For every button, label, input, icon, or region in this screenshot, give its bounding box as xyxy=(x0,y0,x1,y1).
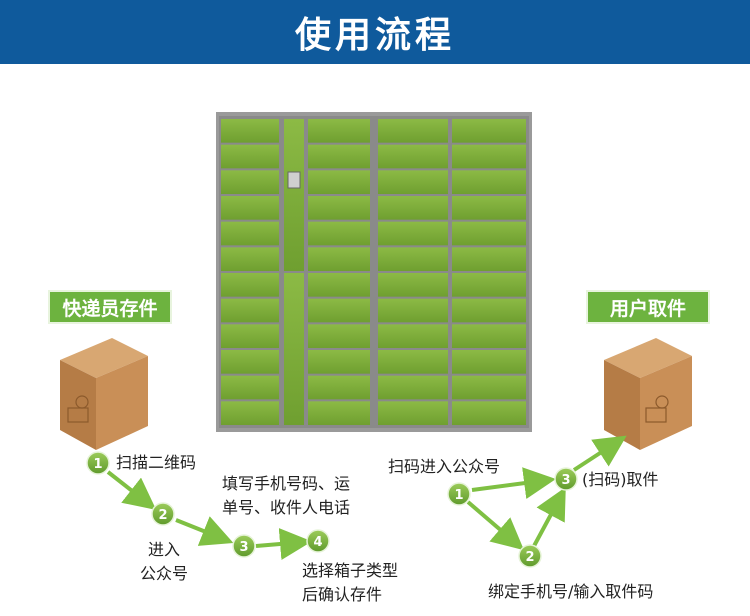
locker-door xyxy=(221,401,279,425)
locker-door xyxy=(308,273,370,297)
step-circle-icon: 1 xyxy=(447,482,471,506)
locker-door xyxy=(378,375,448,400)
step-circle-icon: 4 xyxy=(306,529,330,553)
locker-door xyxy=(308,375,370,400)
locker-door xyxy=(221,119,279,143)
user-flow-arrows xyxy=(466,435,627,551)
locker-door xyxy=(221,144,279,169)
locker-door xyxy=(452,119,526,143)
user-step-3-text: (扫码)取件 xyxy=(582,470,659,489)
courier-step-1-text: 扫描二维码 xyxy=(116,453,197,472)
locker-door xyxy=(452,196,526,220)
locker-door xyxy=(221,273,279,297)
locker-door xyxy=(452,221,526,246)
locker-door xyxy=(378,196,448,220)
locker-door xyxy=(378,273,448,297)
locker-door xyxy=(378,324,448,348)
locker-door xyxy=(378,247,448,271)
locker-door xyxy=(221,298,279,323)
locker-door xyxy=(378,298,448,323)
user-step-2-text: 绑定手机号/输入取件码 xyxy=(488,582,654,601)
locker-door xyxy=(378,350,448,374)
locker-door xyxy=(308,247,370,271)
step-circle-icon: 3 xyxy=(232,534,256,558)
locker-door xyxy=(221,375,279,400)
svg-text:3: 3 xyxy=(239,540,248,555)
locker-door xyxy=(452,401,526,425)
courier-step-3-text: 填写手机号码、运 单号、收件人电话 xyxy=(222,474,351,517)
svg-text:1: 1 xyxy=(93,457,102,472)
locker-door xyxy=(221,196,279,220)
user-label: 用户取件 xyxy=(586,290,710,324)
locker-door xyxy=(452,170,526,194)
locker-door xyxy=(378,401,448,425)
locker-door xyxy=(308,401,370,425)
locker-door xyxy=(308,298,370,323)
locker-door xyxy=(308,119,370,143)
user-step-1-text: 扫码进入公众号 xyxy=(388,457,501,476)
locker-door xyxy=(452,247,526,271)
locker-door xyxy=(308,144,370,169)
locker-door xyxy=(308,170,370,194)
cardboard-box-icon xyxy=(60,338,148,450)
locker-door xyxy=(452,273,526,297)
svg-text:4: 4 xyxy=(313,535,322,550)
courier-step-4-text: 选择箱子类型 后确认存件 xyxy=(302,561,399,604)
locker-door xyxy=(452,350,526,374)
svg-text:1: 1 xyxy=(454,488,463,503)
locker-door xyxy=(452,144,526,169)
locker-door xyxy=(308,350,370,374)
step-circle-icon: 1 xyxy=(86,451,110,475)
step-circle-icon: 2 xyxy=(518,544,542,568)
arrow-icon xyxy=(106,470,157,510)
svg-text:2: 2 xyxy=(158,508,167,523)
arrow-icon xyxy=(466,500,525,551)
locker-door xyxy=(378,119,448,143)
cardboard-box-icon xyxy=(604,338,692,450)
locker-door xyxy=(452,298,526,323)
page-header: 使用流程 xyxy=(0,0,750,64)
courier-label: 快递员存件 xyxy=(48,290,172,324)
locker-door xyxy=(452,375,526,400)
locker-door xyxy=(308,196,370,220)
locker-door xyxy=(308,324,370,348)
locker-door xyxy=(378,170,448,194)
page-title: 使用流程 xyxy=(294,15,455,56)
arrow-icon xyxy=(532,486,566,547)
courier-flow-arrows xyxy=(106,470,312,560)
locker-door xyxy=(221,324,279,348)
arrow-icon xyxy=(471,467,556,499)
arrow-icon xyxy=(572,435,627,472)
locker-door xyxy=(284,119,304,271)
arrow-icon xyxy=(255,528,312,560)
locker-door xyxy=(221,170,279,194)
locker-door xyxy=(378,221,448,246)
locker-door xyxy=(308,221,370,246)
arrow-icon xyxy=(175,516,234,546)
locker-door xyxy=(452,324,526,348)
locker-door xyxy=(221,221,279,246)
locker-door xyxy=(221,350,279,374)
locker-door xyxy=(378,144,448,169)
locker-door xyxy=(284,273,304,425)
step-circle-icon: 2 xyxy=(151,502,175,526)
step-circle-icon: 3 xyxy=(554,467,578,491)
svg-text:3: 3 xyxy=(561,473,570,488)
scanner-panel xyxy=(287,171,301,189)
locker-door xyxy=(221,247,279,271)
svg-text:2: 2 xyxy=(525,550,534,565)
courier-step-2-text: 进入 公众号 xyxy=(140,540,189,583)
locker-cabinet xyxy=(216,112,532,432)
